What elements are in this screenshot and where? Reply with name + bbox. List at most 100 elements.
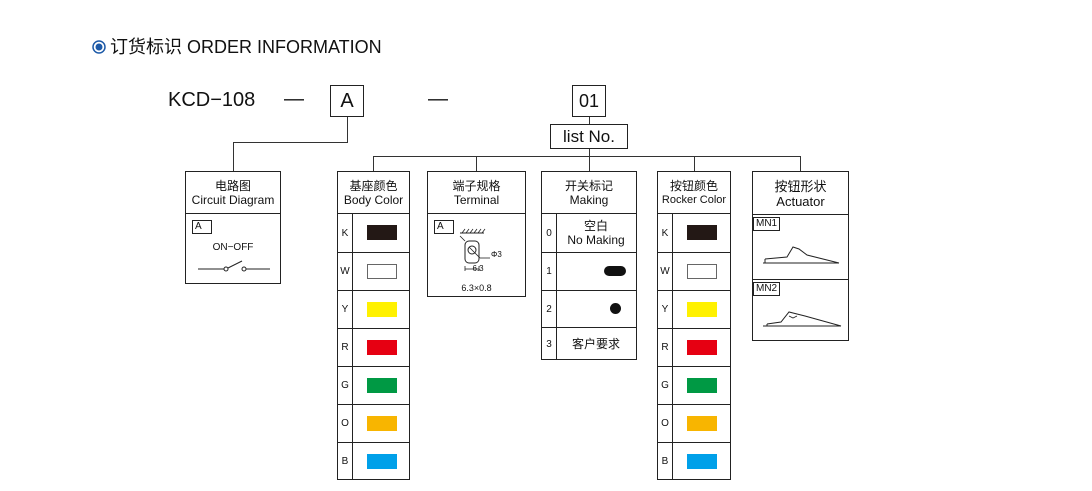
making-text-0-en: No Making	[567, 233, 625, 247]
connector-01-down	[589, 117, 590, 124]
rocker-color-swatch	[687, 264, 717, 279]
connector-rocker-down	[694, 156, 695, 171]
rocker-color-title-en: Rocker Color	[661, 194, 727, 206]
terminal-box: 端子规格 Terminal A Φ3 6.3 6.3×0.8	[427, 171, 526, 297]
actuator-mn2-shape-icon	[763, 311, 842, 327]
rocker-color-swatch	[687, 340, 717, 355]
body-color-swatch	[367, 340, 397, 355]
body-color-code: Y	[338, 291, 353, 328]
making-bar-icon	[604, 266, 626, 276]
body-color-swatch	[367, 225, 397, 240]
circuit-header: 电路图 Circuit Diagram	[186, 172, 280, 214]
code-01-box: 01	[572, 85, 606, 117]
list-no-text: list No.	[563, 126, 615, 146]
rocker-color-row: R	[658, 328, 730, 366]
connector-list-down	[589, 149, 590, 156]
rocker-color-code: W	[658, 253, 673, 290]
rocker-color-code: Y	[658, 291, 673, 328]
making-row-1: 1	[542, 252, 636, 290]
terminal-header: 端子规格 Terminal	[428, 172, 525, 214]
connector-making-down	[589, 156, 590, 171]
making-text-3: 客户要求	[571, 337, 620, 351]
actuator-title-cn: 按钮形状	[774, 179, 827, 194]
rocker-color-code: O	[658, 405, 673, 442]
body-color-swatch	[367, 302, 397, 317]
rocker-color-swatch	[687, 225, 717, 240]
body-color-row: O	[338, 404, 409, 442]
rocker-color-row: K	[658, 214, 730, 252]
actuator-row-mn1: MN1	[753, 215, 848, 279]
body-color-header: 基座颜色 Body Color	[338, 172, 409, 214]
actuator-row-mn2: MN2	[753, 279, 848, 341]
terminal-option-tag: A	[434, 220, 454, 234]
circuit-option-tag: A	[192, 220, 212, 234]
connector-circuit-down	[233, 142, 234, 171]
switch-symbol-icon	[198, 260, 270, 272]
actuator-title-en: Actuator	[776, 194, 825, 209]
rocker-color-swatch	[687, 378, 717, 393]
body-color-title-en: Body Color	[343, 193, 404, 207]
terminal-drawing-icon	[459, 228, 490, 271]
circuit-title-en: Circuit Diagram	[191, 193, 275, 207]
code-a-box: A	[330, 85, 364, 117]
circuit-label: ON−OFF	[212, 242, 254, 253]
rocker-color-swatch	[687, 454, 717, 469]
body-color-row: R	[338, 328, 409, 366]
rocker-color-code: B	[658, 443, 673, 480]
making-row-2: 2	[542, 290, 636, 327]
body-color-swatch	[367, 416, 397, 431]
making-code-3: 3	[542, 328, 557, 360]
body-color-code: B	[338, 443, 353, 480]
body-color-code: K	[338, 214, 353, 252]
rocker-color-row: W	[658, 252, 730, 290]
terminal-dim-width: 6.3	[472, 264, 484, 273]
making-title-en: Making	[569, 193, 609, 207]
terminal-size: 6.3×0.8	[461, 283, 492, 293]
rocker-color-code: K	[658, 214, 673, 252]
code-a-text: A	[340, 89, 354, 112]
body-color-code: R	[338, 329, 353, 366]
rocker-color-row: G	[658, 366, 730, 404]
connector-actuator-down	[800, 156, 801, 171]
actuator-code-mn1: MN1	[753, 217, 781, 231]
rocker-color-swatch	[687, 416, 717, 431]
body-color-swatch	[367, 454, 397, 469]
terminal-dim-hole: Φ3	[491, 250, 502, 259]
body-color-code: O	[338, 405, 353, 442]
model-dash-2: —	[428, 88, 448, 110]
making-row-3: 3 客户要求	[542, 327, 636, 360]
connector-terminal-down	[476, 156, 477, 171]
body-color-row: Y	[338, 290, 409, 328]
body-color-row: G	[338, 366, 409, 404]
rocker-color-row: O	[658, 404, 730, 442]
actuator-header: 按钮形状 Actuator	[753, 172, 848, 215]
code-01-text: 01	[578, 90, 600, 111]
rocker-color-code: R	[658, 329, 673, 366]
bullet-radio-icon	[92, 40, 106, 54]
making-box: 开关标记 Making 0 空白 No Making 1 2 3 客户要求	[541, 171, 637, 360]
body-color-swatch	[367, 264, 397, 279]
connector-branch-horizontal	[373, 156, 801, 157]
body-color-code: G	[338, 367, 353, 404]
actuator-box: 按钮形状 Actuator MN1 MN2	[752, 171, 849, 341]
body-color-swatch	[367, 378, 397, 393]
rocker-color-title-cn: 按钮颜色	[669, 179, 718, 193]
making-text-0-cn: 空白	[583, 219, 608, 233]
rocker-color-swatch	[687, 302, 717, 317]
making-code-2: 2	[542, 291, 557, 327]
rocker-color-row: Y	[658, 290, 730, 328]
connector-body-down	[373, 156, 374, 171]
section-title: 订货标识 ORDER INFORMATION	[92, 36, 382, 58]
terminal-title-cn: 端子规格	[452, 179, 501, 193]
making-text-0: 空白 No Making	[556, 219, 636, 247]
making-code-1: 1	[542, 253, 557, 290]
making-header: 开关标记 Making	[542, 172, 636, 214]
circuit-title-cn: 电路图	[214, 179, 251, 193]
making-title-cn: 开关标记	[564, 179, 613, 193]
rocker-color-code: G	[658, 367, 673, 404]
connector-a-down	[347, 117, 348, 142]
section-title-text: 订货标识 ORDER INFORMATION	[110, 37, 382, 57]
connector-a-horizontal	[233, 142, 348, 143]
